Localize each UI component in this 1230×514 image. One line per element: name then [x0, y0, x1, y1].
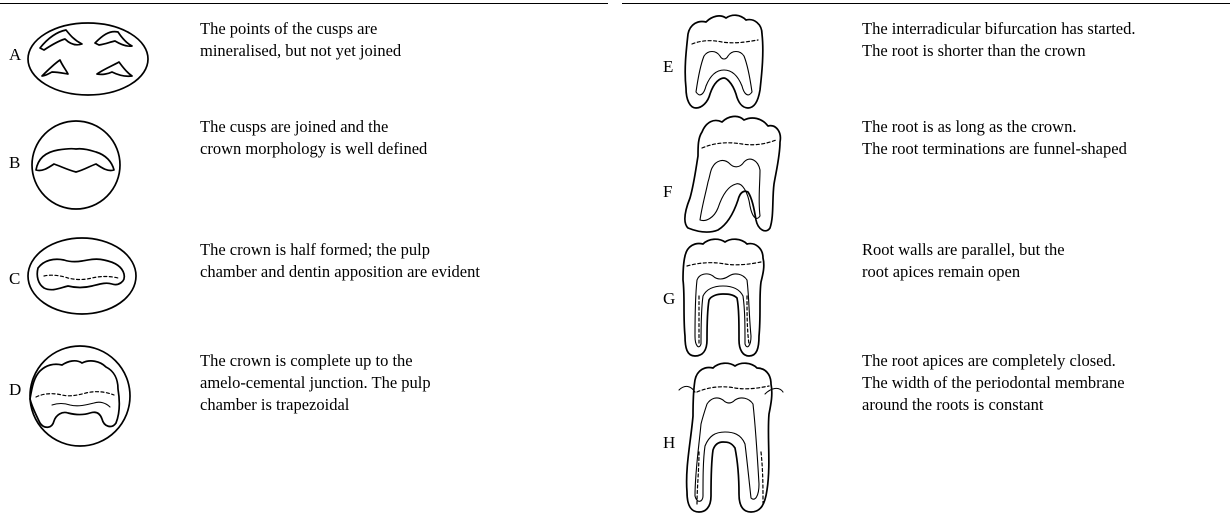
tooth-stage-c-icon	[22, 236, 136, 316]
stage-description: Root walls are parallel, but the root ap…	[862, 239, 1065, 283]
stage-description: The points of the cusps are mineralised,…	[200, 18, 401, 62]
top-rule-left	[0, 3, 608, 4]
tooth-stage-d-icon	[22, 343, 132, 449]
stage-description: The root is as long as the crown. The ro…	[862, 116, 1127, 160]
stage-description: The cusps are joined and the crown morph…	[200, 116, 427, 160]
stage-description: The root apices are completely closed. T…	[862, 350, 1125, 416]
tooth-stage-a-icon	[22, 18, 154, 100]
stage-letter: G	[663, 290, 675, 307]
tooth-stage-g-icon	[677, 236, 769, 358]
stage-letter: B	[9, 154, 20, 171]
top-rule-right	[622, 3, 1230, 4]
stage-description: The crown is half formed; the pulp chamb…	[200, 239, 480, 283]
tooth-stage-h-icon	[673, 360, 787, 514]
tooth-stage-e-icon	[682, 12, 766, 112]
stage-letter: D	[9, 381, 21, 398]
stage-letter: C	[9, 270, 20, 287]
stage-description: The interradicular bifurcation has start…	[862, 18, 1136, 62]
stage-description: The crown is complete up to the amelo-ce…	[200, 350, 431, 416]
stage-letter: A	[9, 46, 21, 63]
tooth-stage-f-icon	[676, 112, 784, 234]
tooth-stage-b-icon	[22, 118, 122, 212]
stage-letter: E	[663, 58, 673, 75]
stage-letter: F	[663, 183, 672, 200]
